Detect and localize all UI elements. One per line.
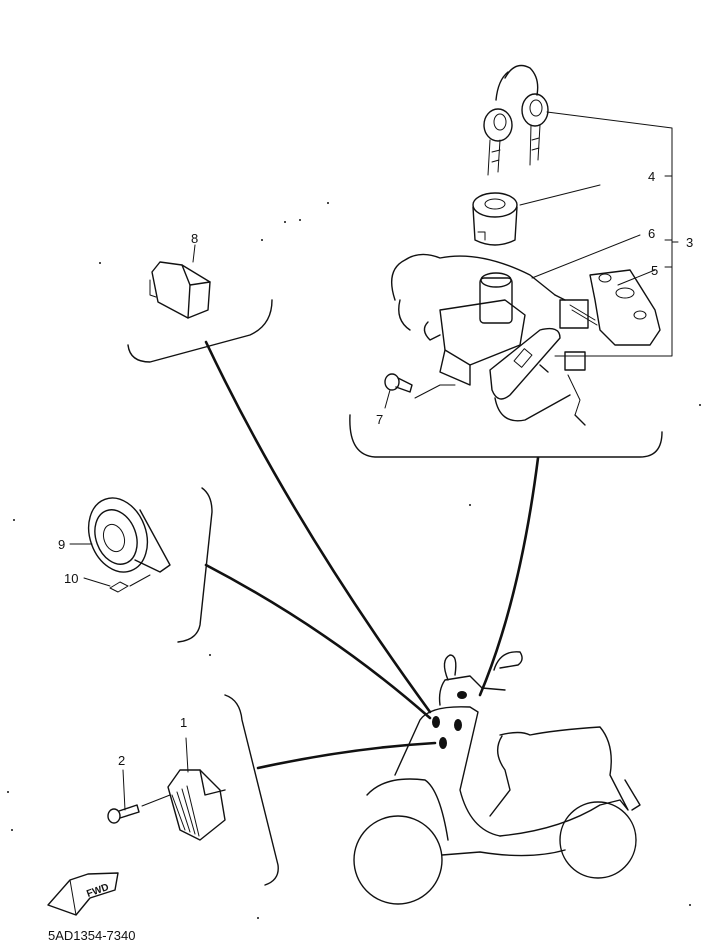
panel-bracket <box>224 694 279 886</box>
relay-panel <box>127 244 273 363</box>
callout-9: 9 <box>58 537 65 552</box>
component-marker <box>439 737 447 749</box>
callout-8: 8 <box>191 231 198 246</box>
connector-main-switch <box>478 456 540 697</box>
main-switch-panel <box>349 64 679 458</box>
lock-cylinder-illustration <box>472 192 518 246</box>
clip-10-illustration <box>109 581 129 593</box>
keys-illustration <box>483 64 549 176</box>
forward-direction-marker: FWD <box>47 872 119 916</box>
main-switch-illustration <box>391 253 661 426</box>
callout-6: 6 <box>648 226 655 241</box>
callout-2: 2 <box>118 753 125 768</box>
panel-bracket <box>349 414 663 458</box>
callout-5: 5 <box>651 263 658 278</box>
callout-10: 10 <box>64 571 78 586</box>
relay-unit-1-illustration <box>167 769 226 841</box>
relay-8-illustration <box>149 261 211 319</box>
panel-bracket <box>127 299 273 363</box>
callout-4: 4 <box>648 169 655 184</box>
horn-panel <box>69 487 213 643</box>
horn-9-illustration <box>87 497 171 573</box>
drawing-code: 5AD1354-7340 <box>48 928 135 943</box>
connector-horn <box>204 563 432 720</box>
connector-relay-unit <box>256 741 437 770</box>
connector-relay-8 <box>204 340 432 714</box>
component-marker <box>454 719 462 731</box>
component-marker <box>432 716 440 728</box>
bolt-7-illustration <box>384 373 413 393</box>
component-marker <box>457 691 467 699</box>
fwd-label: FWD <box>85 882 110 900</box>
bolt-2-illustration <box>107 804 140 824</box>
callout-3: 3 <box>686 235 693 250</box>
callout-7: 7 <box>376 412 383 427</box>
relay-unit-panel <box>107 694 279 886</box>
scan-noise <box>7 202 701 919</box>
panel-bracket <box>177 487 213 643</box>
callout-1: 1 <box>180 715 187 730</box>
